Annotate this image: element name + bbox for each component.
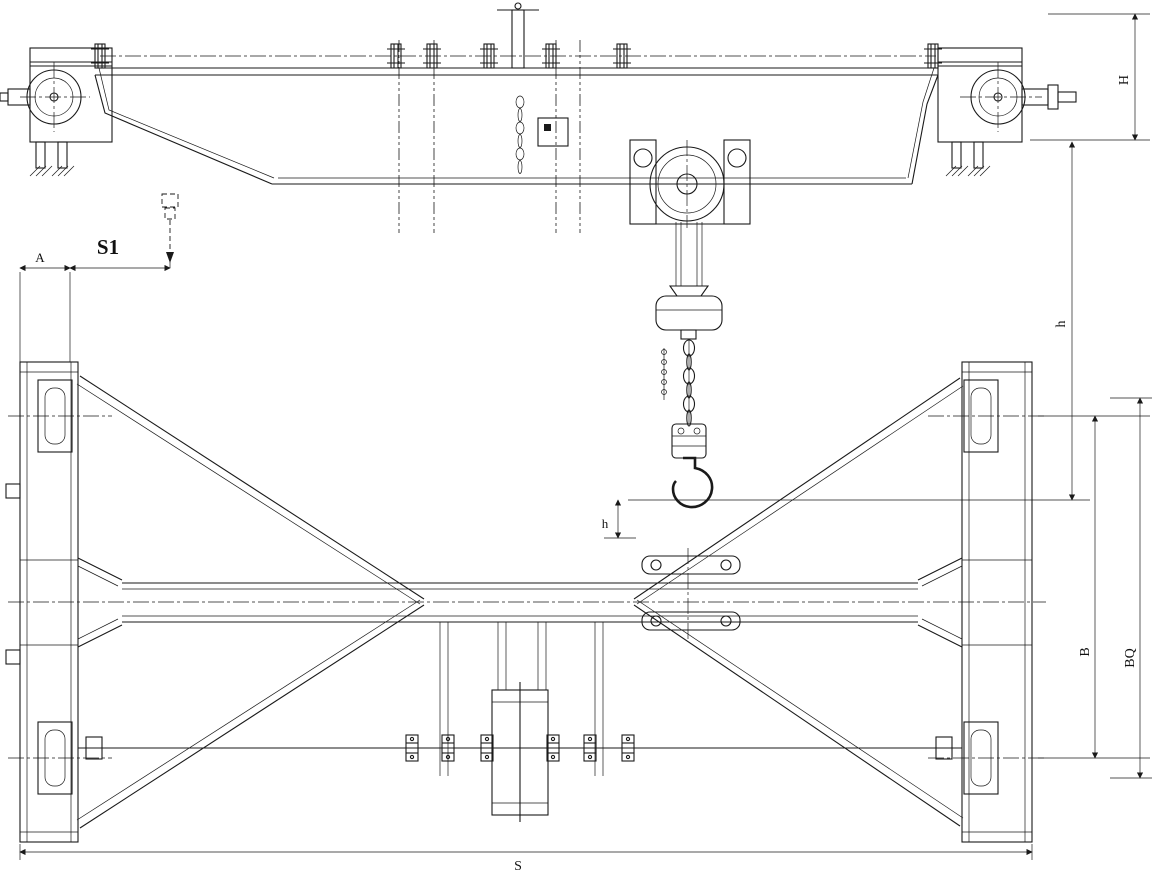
drive-shaft [90, 43, 943, 69]
upper-block [655, 295, 723, 331]
dim-s1: S1 [69, 235, 171, 272]
hook-block-assembly [655, 285, 723, 509]
lifting-lug [497, 2, 539, 69]
end-carriage-left-elevation [0, 47, 113, 177]
dim-a-label: A [35, 250, 45, 265]
dim-h-overall-label: H [1117, 75, 1132, 85]
chain-hoist-trolley [629, 139, 751, 286]
trolley-wheel-right [727, 148, 747, 168]
dim-h-lift-label: h [1054, 321, 1069, 328]
diagonal-braces [76, 375, 964, 829]
trolley-wheel-left [633, 148, 653, 168]
elevation-view [0, 2, 1077, 509]
hand-chain-centre [515, 95, 525, 174]
bridge-girder-plan [8, 582, 1046, 623]
detail-box [537, 117, 569, 147]
hoist-trolley-plan [641, 548, 741, 640]
end-carriage-right-elevation [937, 47, 1077, 177]
dim-s-label: S [514, 859, 522, 874]
dim-s: S [19, 844, 1033, 874]
plan-view [5, 361, 1046, 843]
dim-h-hook: h [602, 499, 636, 539]
dim-b-label: B [1078, 647, 1093, 656]
dim-bq: BQ [1110, 397, 1152, 779]
dim-s1-label: S1 [97, 235, 119, 259]
lower-block [671, 423, 707, 459]
shaft-bearing [85, 736, 103, 760]
dim-bq-label: BQ [1123, 648, 1138, 667]
dim-a: A [19, 250, 71, 362]
dim-h-hook-label: h [602, 516, 609, 531]
dim-h-overall: H [1030, 13, 1150, 141]
drive-platform [491, 682, 549, 822]
dim-h-lift: h [628, 141, 1090, 501]
section-lines [398, 40, 581, 233]
dim-b: B [1038, 415, 1150, 759]
shaft-bearing [935, 736, 953, 760]
dimensions: A S1 S H [19, 13, 1152, 874]
hook [671, 456, 714, 509]
